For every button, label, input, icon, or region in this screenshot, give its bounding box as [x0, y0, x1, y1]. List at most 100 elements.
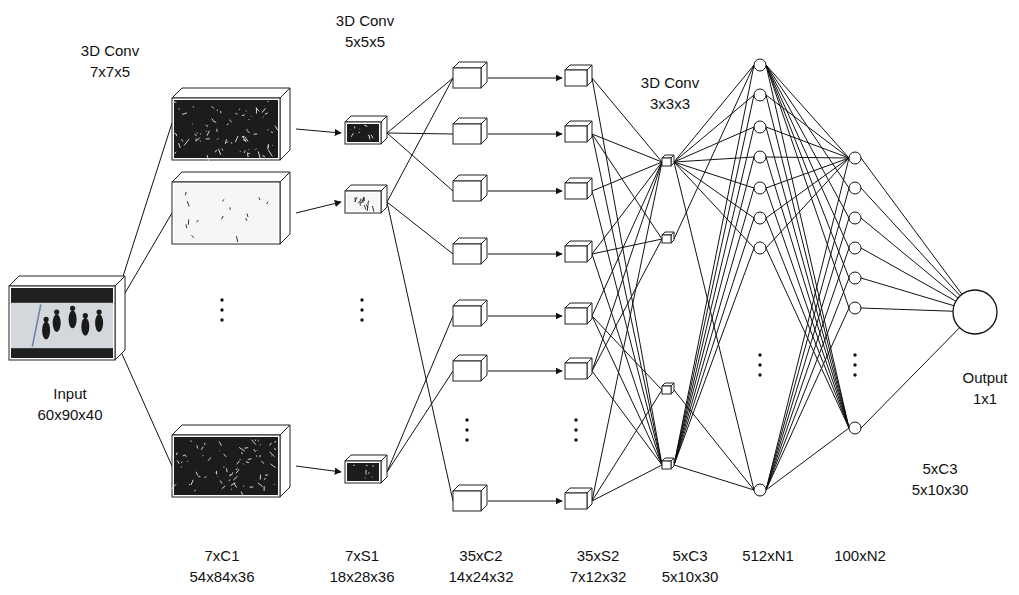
connection-line [861, 328, 960, 428]
neuron [754, 89, 766, 101]
connection-line [592, 162, 662, 501]
feature-mark [239, 459, 241, 461]
feature-mark [197, 220, 199, 222]
feature-mark [174, 101, 177, 102]
feature-mark [179, 143, 181, 148]
feature-mark [272, 145, 274, 146]
connection-line [118, 213, 172, 305]
feature-mark [193, 106, 195, 107]
output-node-shape [952, 289, 998, 335]
feature-mark [231, 142, 232, 143]
connection-line [766, 188, 849, 428]
feature-mark [217, 138, 218, 139]
feature-mark [236, 236, 237, 242]
connection-line [592, 134, 662, 162]
feature-mark [206, 125, 208, 126]
feature-mark [255, 148, 257, 150]
feature-mark [258, 483, 263, 487]
connection-line [592, 390, 662, 501]
feature-mark [235, 113, 237, 115]
connection-line [766, 308, 849, 490]
feature-mark [242, 114, 245, 116]
feature-mark [205, 131, 207, 132]
connection-line [387, 133, 453, 134]
feature-mark [229, 474, 232, 476]
connection-line [387, 371, 453, 472]
connection-line [674, 162, 754, 248]
ellipsis-dot [758, 363, 761, 366]
input-volume-top [9, 276, 125, 286]
feature-mark [233, 476, 237, 480]
feature-mark [206, 138, 210, 139]
feature-mark [173, 133, 177, 135]
feature-mark [241, 452, 243, 454]
feature-mark [364, 197, 365, 201]
arrow-line [296, 202, 341, 213]
feature-mark [254, 449, 256, 452]
s2-volume-side [587, 178, 592, 199]
c2-volume-front [453, 361, 481, 381]
feature-mark [219, 450, 220, 451]
c2-volume-front [453, 244, 481, 264]
feature-mark [195, 134, 197, 136]
feature-mark [246, 461, 249, 463]
feature-mark [254, 133, 258, 134]
feature-mark [228, 480, 230, 481]
player-head [97, 309, 102, 314]
s1-volume-front [345, 461, 381, 483]
feature-mark [353, 465, 355, 466]
feature-mark [256, 455, 257, 456]
neuron [754, 182, 766, 194]
feature-mark [236, 470, 239, 474]
feature-mark [182, 113, 187, 114]
connection-line [674, 157, 754, 162]
feature-mark [372, 206, 374, 212]
connection-line [766, 218, 849, 490]
s1-volume-side [381, 455, 387, 483]
feature-mark [355, 197, 357, 202]
player-figure [53, 314, 61, 332]
layer-op-label: 3D Conv 7x7x5 [73, 40, 148, 82]
ellipsis-dot [853, 353, 856, 356]
feature-mark [213, 121, 217, 123]
feature-mark [183, 455, 184, 457]
connection-line [674, 127, 754, 465]
feature-mark [207, 155, 209, 162]
connection-line [387, 133, 453, 191]
feature-mark [187, 201, 189, 206]
feature-mark [221, 216, 223, 219]
feature-mark [239, 109, 241, 110]
feature-mark [180, 466, 182, 467]
arrow-line [488, 371, 562, 372]
c3-volume-front [662, 158, 671, 166]
s2-volume-side [587, 358, 592, 379]
feature-mark [275, 126, 278, 131]
connection-line [861, 218, 958, 298]
connection-line [766, 158, 849, 188]
layer-size-label: 35xS2 7x12x32 [570, 545, 627, 587]
feature-mark [186, 224, 188, 228]
c2-volume-front [453, 491, 481, 511]
feature-mark [245, 218, 247, 221]
connection-line [674, 65, 754, 239]
feature-mark [217, 476, 218, 477]
s1-volume-top [345, 116, 387, 122]
c2-volume-front [453, 68, 481, 88]
feature-map-image [174, 184, 278, 242]
feature-mark [216, 129, 217, 132]
feature-mark [225, 139, 226, 144]
feature-mark [194, 490, 196, 492]
player-head [83, 313, 88, 318]
ellipsis-dot [574, 428, 577, 431]
feature-mark [359, 132, 360, 133]
ellipsis-dot [465, 428, 468, 431]
feature-mark [359, 128, 361, 130]
feature-mark [218, 149, 220, 155]
feature-mark [176, 452, 178, 455]
c1-volume-side [280, 172, 290, 244]
player-figure [95, 314, 103, 332]
feature-mark [239, 151, 241, 152]
connection-line [118, 123, 172, 292]
ellipsis-dot [220, 318, 223, 321]
connection-line [766, 188, 849, 490]
